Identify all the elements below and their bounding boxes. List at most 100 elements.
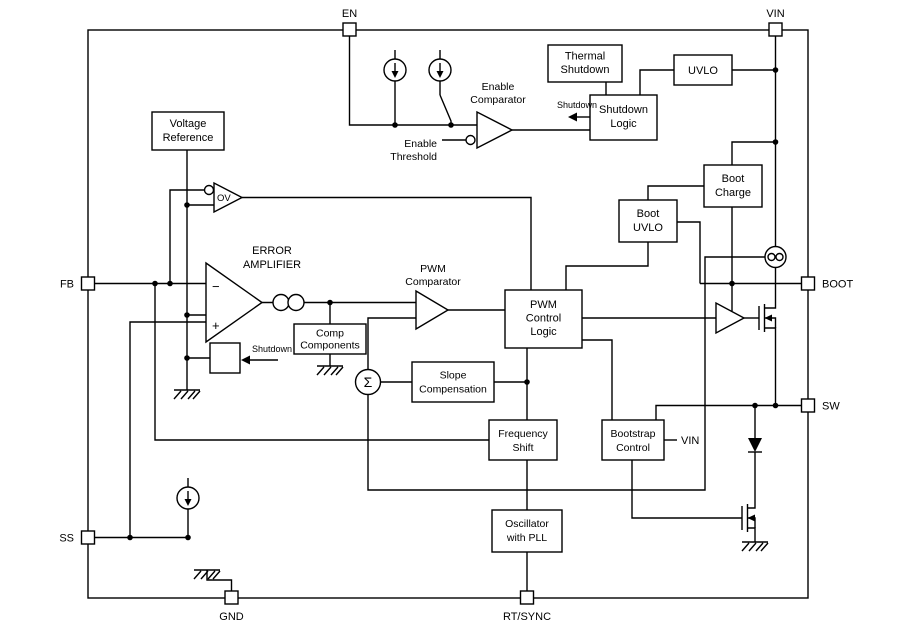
pin-fb: FB	[60, 276, 96, 291]
pin-ss: SS	[59, 530, 96, 545]
wire-bootcharge-tap	[731, 141, 776, 165]
block-shutdown-logic: Shutdown Logic	[589, 94, 658, 141]
block-label: Shift	[512, 442, 533, 454]
block-label: Compensation	[419, 384, 487, 396]
block-boot-charge: Boot Charge	[703, 164, 763, 208]
pin-sw-label: SW	[822, 401, 840, 413]
block-voltage-reference: Voltage Reference	[151, 111, 225, 151]
pin-boot: BOOT	[800, 276, 853, 291]
pin-gnd-pad	[224, 590, 239, 605]
block-label: Components	[300, 340, 360, 352]
ov-comparator: OV	[203, 181, 244, 214]
bootstrap-vin-label: VIN	[681, 435, 699, 447]
wire-current-sense-return	[367, 256, 765, 491]
pin-rt-sync-pad	[519, 590, 535, 605]
block-slope-compensation: Slope Compensation	[411, 361, 495, 403]
gate-driver	[715, 301, 746, 335]
current-sense	[764, 245, 787, 269]
wire-pwm-to-bootstrap	[582, 339, 613, 420]
pin-fb-pad	[80, 276, 96, 291]
current-source-en-2	[428, 58, 452, 82]
pin-vin-pad	[768, 22, 783, 37]
block-label: UVLO	[688, 65, 718, 77]
pin-boot-pad	[800, 276, 816, 291]
catch-diode	[748, 438, 762, 453]
block-label: Boot	[722, 173, 745, 185]
shutdown-gate-label: Shutdown	[252, 344, 292, 354]
block-label: Thermal	[565, 51, 605, 63]
inverting-input-bubble	[465, 134, 476, 146]
block-frequency-shift: Frequency Shift	[488, 419, 558, 461]
block-bootstrap-control: Bootstrap Control	[601, 419, 665, 461]
block-label: with PLL	[506, 532, 547, 544]
gm-stage-icon	[272, 293, 290, 312]
wire-diode-branch	[747, 405, 756, 509]
plus-input-label: +	[212, 318, 220, 333]
shutdown-fet	[209, 342, 241, 374]
inverting-input-bubble	[203, 184, 215, 196]
block-label: Reference	[163, 132, 214, 144]
block-label: Control	[616, 442, 650, 454]
pin-fb-label: FB	[60, 279, 74, 291]
pwm-comparator-label: Comparator	[405, 276, 461, 288]
block-label: Shutdown	[561, 64, 610, 76]
junction-dots	[127, 67, 779, 541]
wire-bootuvlo-to-pwm	[565, 242, 649, 290]
hs-mosfet-body-arrow	[764, 314, 772, 322]
pin-vin-label: VIN	[766, 8, 784, 20]
pin-en-pad	[342, 22, 357, 37]
block-label: Logic	[530, 326, 557, 338]
block-label: PWM	[530, 299, 557, 311]
block-label: Logic	[610, 118, 637, 130]
wire-bootuvlo-right	[677, 221, 701, 284]
block-uvlo: UVLO	[673, 54, 733, 86]
block-boot-uvlo: Boot UVLO	[618, 199, 678, 243]
wire-ss-to-ea	[129, 321, 206, 538]
shutdown-fet-box	[209, 342, 241, 374]
block-label: Bootstrap	[611, 428, 656, 440]
block-label: Boot	[637, 208, 660, 220]
pin-sw-pad	[800, 398, 816, 413]
wire-en	[348, 36, 477, 126]
block-label: Control	[526, 313, 561, 325]
wire-fb-to-ov	[169, 189, 205, 284]
wire-vin-to-hs-fet	[764, 267, 777, 309]
pin-ss-pad	[80, 530, 96, 545]
wire-sigma-to-pwmcomp	[367, 317, 416, 370]
pwm-comparator	[415, 289, 450, 331]
pin-en-label: EN	[342, 8, 357, 20]
pwm-comparator-label: PWM	[420, 263, 446, 275]
block-label: Charge	[715, 187, 751, 199]
wire-bootuvlo-top	[647, 185, 704, 200]
block-comp-components: Comp Components	[293, 323, 367, 355]
wire-gnd-pin	[206, 570, 233, 591]
error-amplifier: − +	[205, 261, 305, 344]
pin-gnd-label: GND	[219, 611, 244, 623]
ov-label: OV	[217, 193, 231, 204]
block-oscillator-pll: Oscillator with PLL	[491, 509, 563, 553]
wire-fb-to-freqshift	[154, 283, 489, 441]
block-label: Comp	[316, 328, 344, 340]
block-label: Slope	[440, 370, 467, 382]
wire-uvlo-to-logic	[639, 69, 674, 95]
shutdown-gate-arrow	[241, 355, 250, 365]
pin-en: EN	[342, 8, 357, 37]
pin-vin: VIN	[766, 8, 785, 37]
enable-threshold-label: Threshold	[390, 151, 437, 163]
current-sense-icon	[767, 252, 776, 262]
block-thermal-shutdown: Thermal Shutdown	[547, 44, 623, 83]
pin-ss-label: SS	[59, 533, 74, 545]
block-label: Shutdown	[599, 104, 648, 116]
pin-rt-sync-label: RT/SYNC	[503, 611, 551, 623]
pin-boot-label: BOOT	[822, 279, 853, 291]
enable-comparator-label: Enable	[482, 81, 515, 93]
current-sense-icon	[775, 252, 784, 262]
enable-threshold-label: Enable	[404, 138, 437, 150]
enable-comparator-label: Comparator	[470, 94, 526, 106]
wire-ls-gate-lead	[631, 460, 742, 519]
pin-rt-sync: RT/SYNC	[503, 590, 551, 623]
pin-sw: SW	[800, 398, 840, 413]
shutdown-signal-arrow	[568, 112, 577, 122]
enable-comparator	[465, 110, 514, 150]
summing-node: Σ	[354, 368, 382, 396]
